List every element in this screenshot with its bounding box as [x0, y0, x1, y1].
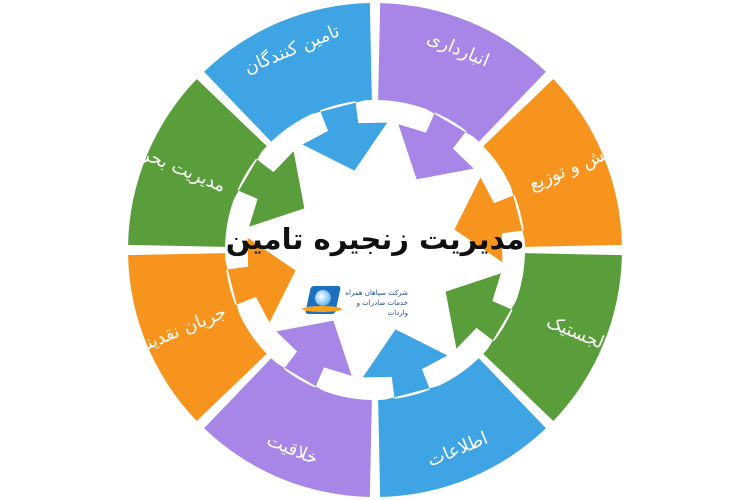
arrow-icon	[362, 329, 448, 402]
diagram-title: مدیریت زنجیره تامین	[225, 222, 525, 256]
segment-band	[483, 79, 622, 247]
arrow-icon	[268, 320, 352, 396]
segment-band	[128, 79, 267, 247]
arrow-icon	[454, 177, 527, 263]
arrow-icon	[445, 273, 521, 357]
logo-line2: خدمات صادرات و واردات	[356, 299, 408, 317]
swoosh-icon	[302, 306, 342, 312]
segment-3: لجستیک	[445, 253, 622, 421]
segment-1: انبارداری	[378, 3, 546, 180]
company-logo: شرکت سپاهان همراه خدمات صادرات و واردات	[300, 282, 410, 322]
arrow-icon	[223, 237, 296, 323]
segment-band	[483, 253, 622, 421]
globe-icon	[315, 290, 331, 306]
arrow-icon	[398, 104, 482, 180]
segment-2: پخش و توزیع	[454, 79, 624, 263]
segment-5: خلاقیت	[204, 320, 372, 497]
segment-band	[378, 3, 546, 142]
segment-band	[204, 3, 372, 142]
arrow-icon	[302, 98, 388, 171]
logo-line1: شرکت سپاهان همراه	[345, 289, 408, 297]
segment-band	[204, 358, 372, 497]
arrow-icon	[229, 143, 305, 227]
segment-band	[378, 358, 546, 497]
segment-4: اطلاعات	[362, 329, 546, 497]
segment-band	[128, 253, 267, 421]
segment-8: تامین کنندگان	[204, 3, 388, 171]
segment-6: جریان نقدینگی	[120, 237, 296, 421]
